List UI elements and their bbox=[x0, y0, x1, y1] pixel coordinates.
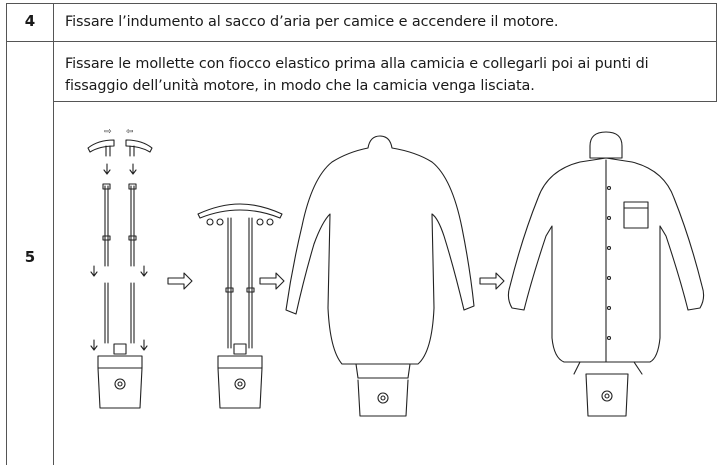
step-number-4: 4 bbox=[24, 12, 36, 30]
step-5-text-line-2: fissaggio dell’unità motore, in modo che… bbox=[65, 78, 535, 94]
table-row-divider-1 bbox=[6, 41, 717, 42]
table-border-left bbox=[6, 3, 7, 465]
inflated-bag-figure bbox=[286, 136, 474, 416]
exploded-stand-figure: ⇨ ⇦ bbox=[88, 127, 152, 408]
table-row-divider-2 bbox=[53, 101, 717, 102]
table-border-right bbox=[716, 3, 717, 102]
instruction-table: 4 Fissare l’indumento al sacco d’aria pe… bbox=[6, 3, 718, 465]
step-number-5: 5 bbox=[24, 248, 36, 266]
table-border-top bbox=[6, 3, 717, 4]
svg-text:⇦: ⇦ bbox=[126, 127, 134, 137]
table-column-divider bbox=[53, 3, 54, 465]
svg-text:⇨: ⇨ bbox=[104, 127, 112, 137]
shirt-figure bbox=[508, 132, 703, 416]
assembled-stand-figure bbox=[198, 204, 282, 408]
assembly-illustration: ⇨ ⇦ bbox=[60, 127, 710, 418]
step-4-text: Fissare l’indumento al sacco d’aria per … bbox=[65, 14, 559, 30]
step-5-text-line-1: Fissare le mollette con fiocco elastico … bbox=[65, 56, 649, 72]
